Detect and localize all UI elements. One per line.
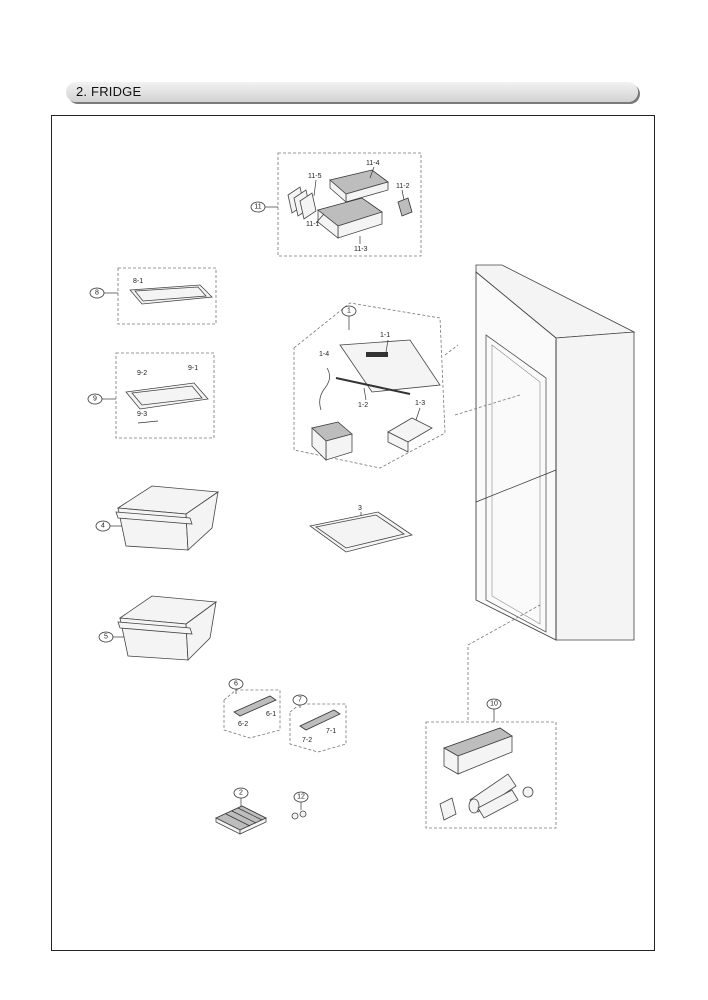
label-6-2: 6-2 xyxy=(238,721,248,728)
bubble-8 xyxy=(89,287,105,299)
bubble-6-label: 6 xyxy=(234,681,238,688)
label-7-2: 7-2 xyxy=(302,737,312,744)
bubble-11 xyxy=(250,201,266,213)
bubble-1 xyxy=(341,305,357,317)
group-8-shelf: 8 8-1 xyxy=(89,267,217,325)
label-9-1: 9-1 xyxy=(188,365,198,372)
group-9-shelf: 9 9-2 9-1 9-3 xyxy=(87,352,215,439)
part-11-5-icon xyxy=(287,186,317,220)
rail-7-icon xyxy=(299,709,341,731)
label-1-4: 1-4 xyxy=(319,351,329,358)
part-1-3-icon xyxy=(387,417,433,453)
part-11-3-icon xyxy=(317,197,383,239)
bubble-11-label: 11 xyxy=(254,204,261,211)
label-11-1: 11-1 xyxy=(306,221,320,228)
label-1-2: 1-2 xyxy=(358,402,368,409)
bubble-8-label: 8 xyxy=(95,290,99,297)
group-1-control-box: 1 1-1 1-4 1-2 1-3 xyxy=(293,302,446,469)
bubble-5 xyxy=(98,631,114,643)
group-10-water-filter: 10 xyxy=(425,698,557,829)
label-11-4: 11-4 xyxy=(366,160,380,167)
filter-housing-icon xyxy=(443,727,513,775)
group-5-crisper: 5 xyxy=(98,595,218,661)
label-11-2: 11-2 xyxy=(396,183,410,190)
label-11-5: 11-5 xyxy=(308,173,322,180)
bubble-10 xyxy=(486,698,502,710)
part-11-2-icon xyxy=(397,197,413,217)
filter-cartridge-icon xyxy=(468,773,519,819)
bubble-12-label: 12 xyxy=(297,794,305,801)
section-header-bar: 2. FRIDGE xyxy=(66,82,638,102)
filter-knob-icon xyxy=(522,786,534,798)
bubble-9 xyxy=(87,393,103,405)
diagram-frame xyxy=(51,115,655,951)
bubble-12 xyxy=(293,791,309,803)
label-1-1: 1-1 xyxy=(380,332,390,339)
group-11-ice-maker: 11 11-5 11-4 11-2 11-1 11-3 xyxy=(250,152,422,257)
bubble-2 xyxy=(233,787,249,799)
box-part-icon xyxy=(311,421,353,461)
label-1-3: 1-3 xyxy=(415,400,425,407)
wire-1-4-icon xyxy=(319,367,330,411)
refrigerator-cabinet-icon xyxy=(475,264,636,641)
bubble-10-label: 10 xyxy=(490,701,498,708)
bubble-1-label: 1 xyxy=(347,308,351,315)
group-7-rail: 7 7-2 7-1 xyxy=(289,694,347,753)
label-3: 3 xyxy=(358,505,362,512)
group-4-crisper: 4 xyxy=(95,485,220,551)
group-6-rail: 6 6-2 6-1 xyxy=(223,678,281,739)
filter-cap-icon xyxy=(439,797,457,821)
screw-12-icon xyxy=(291,812,299,820)
label-9-3: 9-3 xyxy=(137,411,147,418)
rail-6-icon xyxy=(233,695,277,717)
group-3-cover-plate: 3 xyxy=(309,505,413,553)
label-6-1: 6-1 xyxy=(266,711,276,718)
bubble-5-label: 5 xyxy=(104,634,108,641)
bubble-7-label: 7 xyxy=(298,697,302,704)
bubble-9-label: 9 xyxy=(93,396,97,403)
label-7-1: 7-1 xyxy=(326,728,336,735)
group-12-screws: 12 xyxy=(291,791,309,820)
label-9-2: 9-2 xyxy=(137,370,147,377)
bubble-2-label: 2 xyxy=(239,790,243,797)
bubble-6 xyxy=(228,678,244,690)
label-8-1: 8-1 xyxy=(133,278,143,285)
part-11-4-icon xyxy=(329,169,389,203)
bubble-4 xyxy=(95,520,111,532)
label-11-3: 11-3 xyxy=(354,246,368,253)
cover-1-1-icon xyxy=(339,339,441,393)
bubble-7 xyxy=(292,694,308,706)
section-title: 2. FRIDGE xyxy=(76,84,142,99)
group-2-tray: 2 xyxy=(215,787,267,835)
bubble-4-label: 4 xyxy=(101,523,105,530)
